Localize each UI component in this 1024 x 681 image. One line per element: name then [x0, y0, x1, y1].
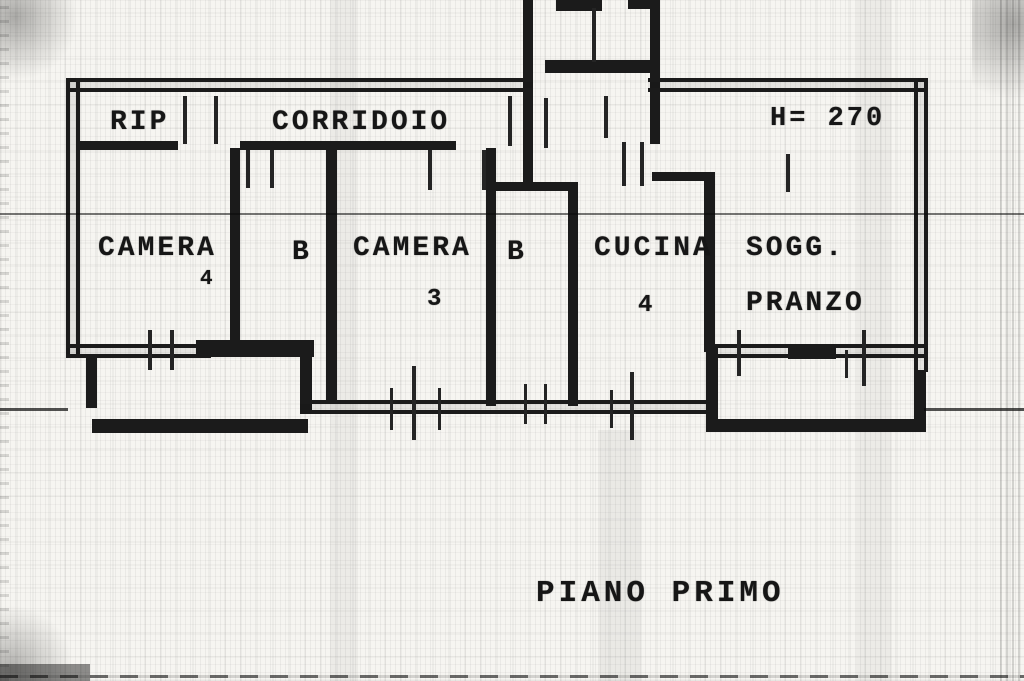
- wall-camera1-bagno1: [230, 148, 240, 348]
- entry-wall-right: [650, 92, 660, 144]
- stairwell-wall-left: [523, 0, 533, 92]
- wall-camera2-bagno2: [486, 148, 496, 406]
- entry-door-mark-3: [604, 96, 608, 138]
- window-mark-mid-3: [524, 384, 527, 424]
- window-mark-mid-4: [544, 384, 547, 424]
- scan-edge-band-left: [0, 0, 9, 681]
- scan-smudge-top-left: [0, 0, 75, 85]
- outer-wall-right: [914, 78, 928, 372]
- window-mark-right-2: [845, 350, 848, 378]
- room-label-pranzo: PRANZO: [746, 288, 865, 319]
- outer-wall-top-right: [648, 78, 928, 92]
- outer-wall-bottom-left: [66, 344, 211, 358]
- cucina-door-mark-1: [622, 142, 626, 186]
- balcony-left-bottom-wall: [92, 419, 308, 433]
- bagno1-door-mark-1: [246, 150, 250, 188]
- bagno2-door-mark: [482, 150, 486, 190]
- corridor-bottom-wall: [240, 141, 456, 150]
- window-mark-left-2: [170, 330, 174, 370]
- scan-smudge-top-right: [972, 0, 1024, 120]
- outer-wall-bottom-middle: [300, 400, 718, 414]
- room-label-rip: RIP: [110, 107, 170, 138]
- outer-wall-left: [66, 78, 80, 358]
- scan-edge-band-right: [1000, 0, 1024, 681]
- window-mark-mid-5: [610, 390, 613, 428]
- soggiorno-radiator-mark: [786, 154, 790, 192]
- rip-door-leaf: [214, 96, 218, 144]
- room-label-bagno2: B: [507, 237, 527, 268]
- scan-smudge-bottom-left: [0, 600, 70, 681]
- window-mark-mid-2: [438, 388, 441, 430]
- window-block-right: [788, 344, 836, 359]
- right-wing-connector: [706, 344, 718, 432]
- room-number-camera2: 3: [427, 286, 443, 313]
- scan-streak-2: [598, 430, 640, 681]
- cucina-top-wall: [652, 172, 714, 181]
- wall-cucina-soggiorno: [704, 172, 715, 352]
- wall-bagno2-cucina: [568, 182, 578, 406]
- camera2-door-mark: [428, 150, 432, 190]
- window-mark-left-1: [148, 330, 152, 370]
- window-mark-right-3: [862, 330, 866, 386]
- rip-bottom-wall: [78, 141, 178, 150]
- room-label-bagno1: B: [292, 237, 312, 268]
- entry-door-mark-1: [508, 96, 512, 146]
- balcony-right-side-wall: [914, 370, 926, 432]
- stairwell-wall-right: [650, 0, 660, 92]
- entry-door-mark-2: [544, 98, 548, 148]
- cucina-door-mark-2: [640, 142, 644, 186]
- floor-title: PIANO PRIMO: [536, 576, 785, 611]
- stairwell-landing: [545, 60, 655, 73]
- window-mark-right-1: [737, 330, 741, 376]
- scan-artifact-line-middle: [0, 213, 1024, 215]
- scan-artifact-line-left: [0, 408, 68, 411]
- room-label-cucina: CUCINA: [594, 233, 713, 264]
- scan-artifact-line-right: [924, 408, 1024, 411]
- window-mark-mid-1: [390, 388, 393, 430]
- window-mark-mid-long-2: [630, 372, 634, 440]
- room-label-corridoio: CORRIDOIO: [272, 107, 451, 138]
- stairwell-mark-1: [556, 0, 602, 11]
- step-wall-connector: [300, 344, 312, 414]
- outer-wall-top-left: [66, 78, 533, 92]
- outer-wall-bottom-left-solid: [196, 340, 314, 357]
- entry-wall-left: [523, 92, 533, 187]
- stairwell-step-line: [592, 8, 596, 62]
- wall-bagno1-camera2: [326, 148, 337, 404]
- balcony-right-bottom-wall: [712, 419, 924, 432]
- rip-door-jamb: [183, 96, 187, 144]
- room-number-cucina: 4: [638, 292, 654, 319]
- bagno1-door-mark-2: [270, 150, 274, 188]
- ceiling-height-label: H= 270: [770, 104, 886, 134]
- room-label-camera1: CAMERA: [98, 233, 217, 264]
- room-label-camera2: CAMERA: [353, 233, 472, 264]
- scan-artifact-line-bottom: [0, 675, 1024, 678]
- room-label-soggiorno: SOGG.: [746, 233, 846, 264]
- room-number-camera1: 4: [200, 268, 214, 291]
- stairwell-mark-2: [628, 0, 660, 9]
- window-mark-mid-long: [412, 366, 416, 440]
- balcony-left-side-wall: [86, 356, 97, 408]
- scan-blob-bottom-left: [0, 664, 90, 681]
